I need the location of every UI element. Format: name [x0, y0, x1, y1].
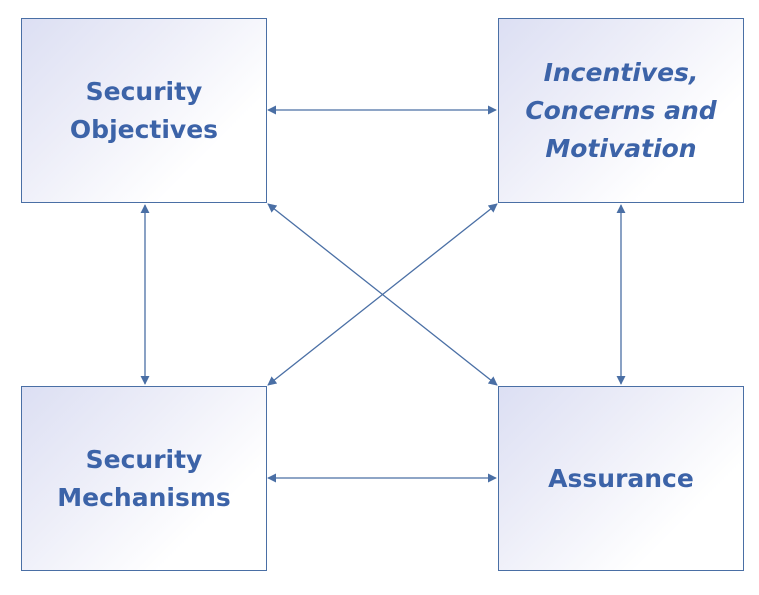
node-label-security-mechanisms: Security Mechanisms — [57, 444, 231, 512]
node-incentives-concerns-motivation: Incentives, Concerns and Motivation — [498, 18, 744, 203]
node-assurance: Assurance — [498, 386, 744, 571]
edge-objectives-assurance — [267, 203, 498, 386]
edge-incentives-mechanisms — [267, 203, 498, 386]
node-label-security-objectives: Security Objectives — [69, 76, 219, 144]
node-label-incentives-concerns-motivation: Incentives, Concerns and Motivation — [525, 57, 717, 163]
node-security-mechanisms: Security Mechanisms — [21, 386, 267, 571]
node-security-objectives: Security Objectives — [21, 18, 267, 203]
node-label-assurance: Assurance — [548, 463, 694, 493]
